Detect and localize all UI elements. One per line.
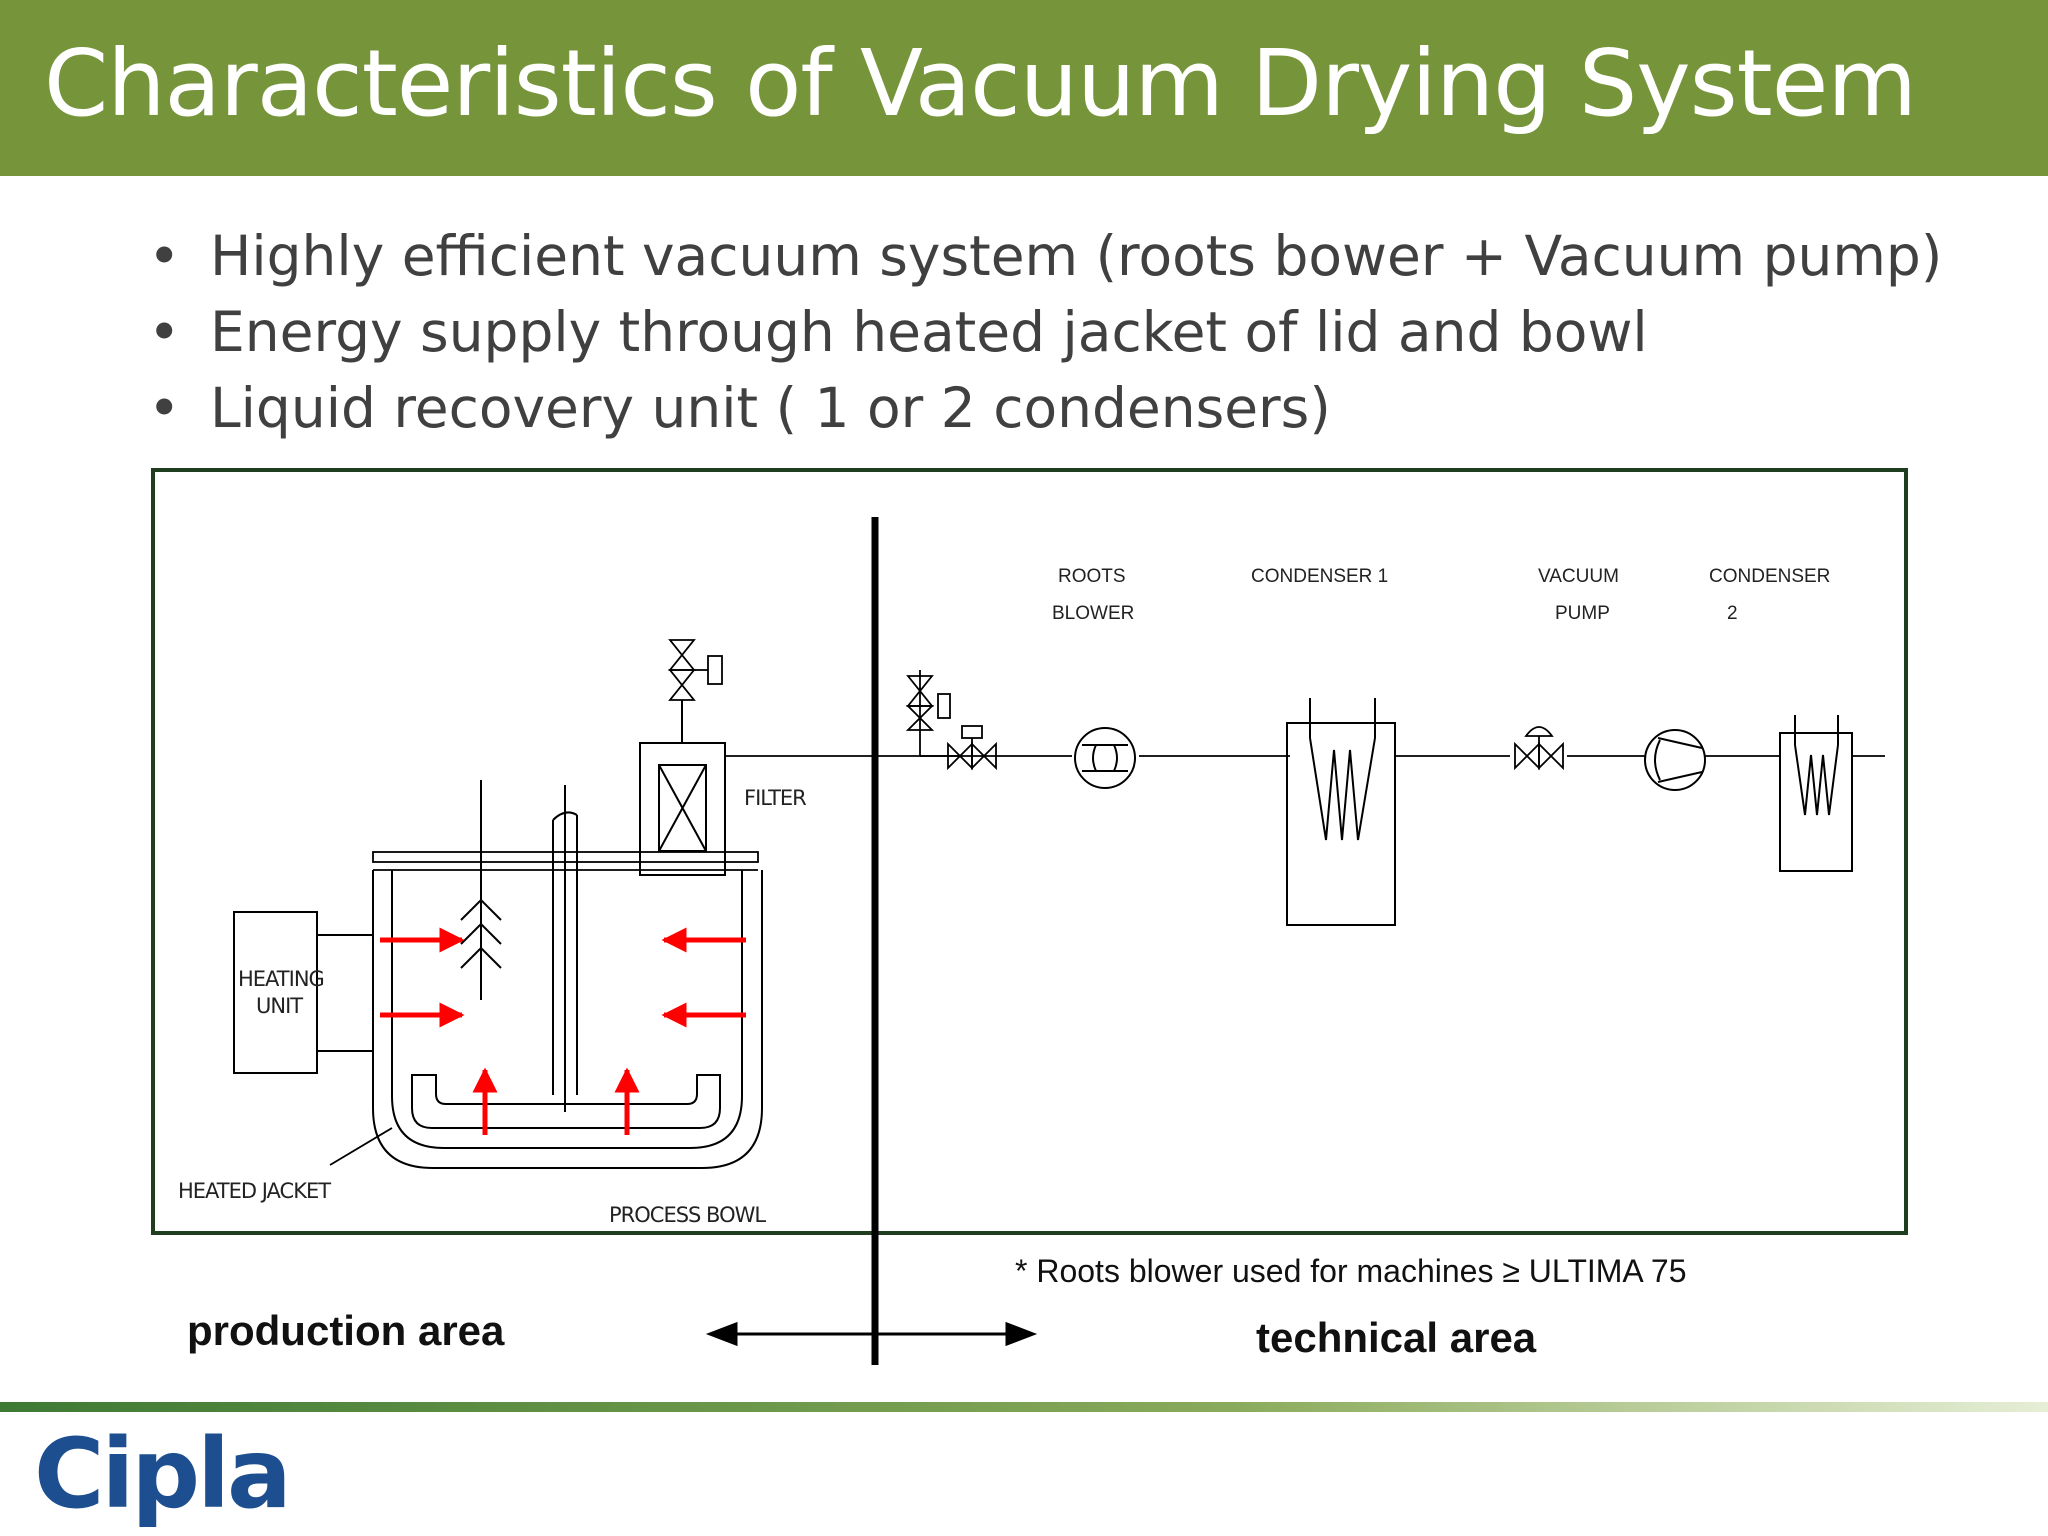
label-heating-unit: HEATING: [238, 967, 324, 991]
label-heating-unit-line2: UNIT: [256, 994, 303, 1018]
roots-blower-note: * Roots blower used for machines ≥ ULTIM…: [1015, 1253, 1686, 1289]
slide-title: Characteristics of Vacuum Drying System: [44, 30, 1917, 137]
footer-divider: [0, 1402, 2048, 1412]
condenser-2-icon: [1779, 715, 1853, 872]
bullet-text: Liquid recovery unit ( 1 or 2 condensers…: [210, 376, 1331, 440]
cipla-logo: Cipla: [34, 1418, 292, 1530]
bullet-item: • Highly efficient vacuum system (roots b…: [140, 218, 1942, 294]
bullet-text: Highly efficient vacuum system (roots bo…: [210, 224, 1943, 288]
title-bar: Characteristics of Vacuum Drying System: [0, 0, 2048, 176]
heating-unit: [233, 911, 373, 1074]
roots-blower-icon: [1074, 727, 1136, 789]
heat-flow-arrows: [380, 927, 746, 1135]
production-area-label: production area: [187, 1307, 505, 1354]
bullet-dot: •: [148, 376, 181, 440]
label-process-bowl: PROCESS BOWL: [609, 1203, 766, 1227]
label-heated-jacket: HEATED JACKET: [178, 1179, 331, 1203]
vent-valve-icon: [668, 639, 723, 701]
bullet-item: • Energy supply through heated jacket of …: [140, 294, 1942, 370]
condenser-1-icon: [1286, 698, 1396, 926]
bullet-list: • Highly efficient vacuum system (roots b…: [140, 218, 1942, 446]
label-condenser-2-line2: 2: [1727, 603, 1738, 624]
area-arrow-icon: [705, 1321, 1038, 1347]
label-vacuum-pump-line2: PUMP: [1555, 603, 1610, 624]
control-valve-icon: [947, 725, 997, 771]
bullet-text: Energy supply through heated jacket of l…: [210, 300, 1648, 364]
vacuum-pump-icon: [1644, 729, 1706, 791]
label-condenser-1: CONDENSER 1: [1251, 566, 1388, 587]
label-vacuum-pump: VACUUM: [1538, 566, 1619, 587]
filter-icon: [639, 700, 726, 876]
agitator: [411, 785, 721, 1129]
vacuum-control-valve-icon: [1514, 726, 1564, 771]
temperature-probe: [460, 780, 502, 1000]
bullet-dot: •: [148, 300, 181, 364]
label-condenser-2: CONDENSER: [1709, 566, 1830, 587]
heated-jacket-leader: [329, 1127, 393, 1166]
bullet-dot: •: [148, 224, 181, 288]
label-roots-blower: ROOTS: [1058, 566, 1126, 587]
bullet-item: • Liquid recovery unit ( 1 or 2 condenser…: [140, 370, 1942, 446]
label-filter: FILTER: [744, 786, 806, 810]
label-roots-blower-line2: BLOWER: [1052, 603, 1134, 624]
technical-area-label: technical area: [1256, 1314, 1537, 1361]
process-bowl: [372, 870, 763, 1169]
diagram-frame: [151, 468, 1908, 1235]
relief-valve-icon: [905, 670, 960, 757]
